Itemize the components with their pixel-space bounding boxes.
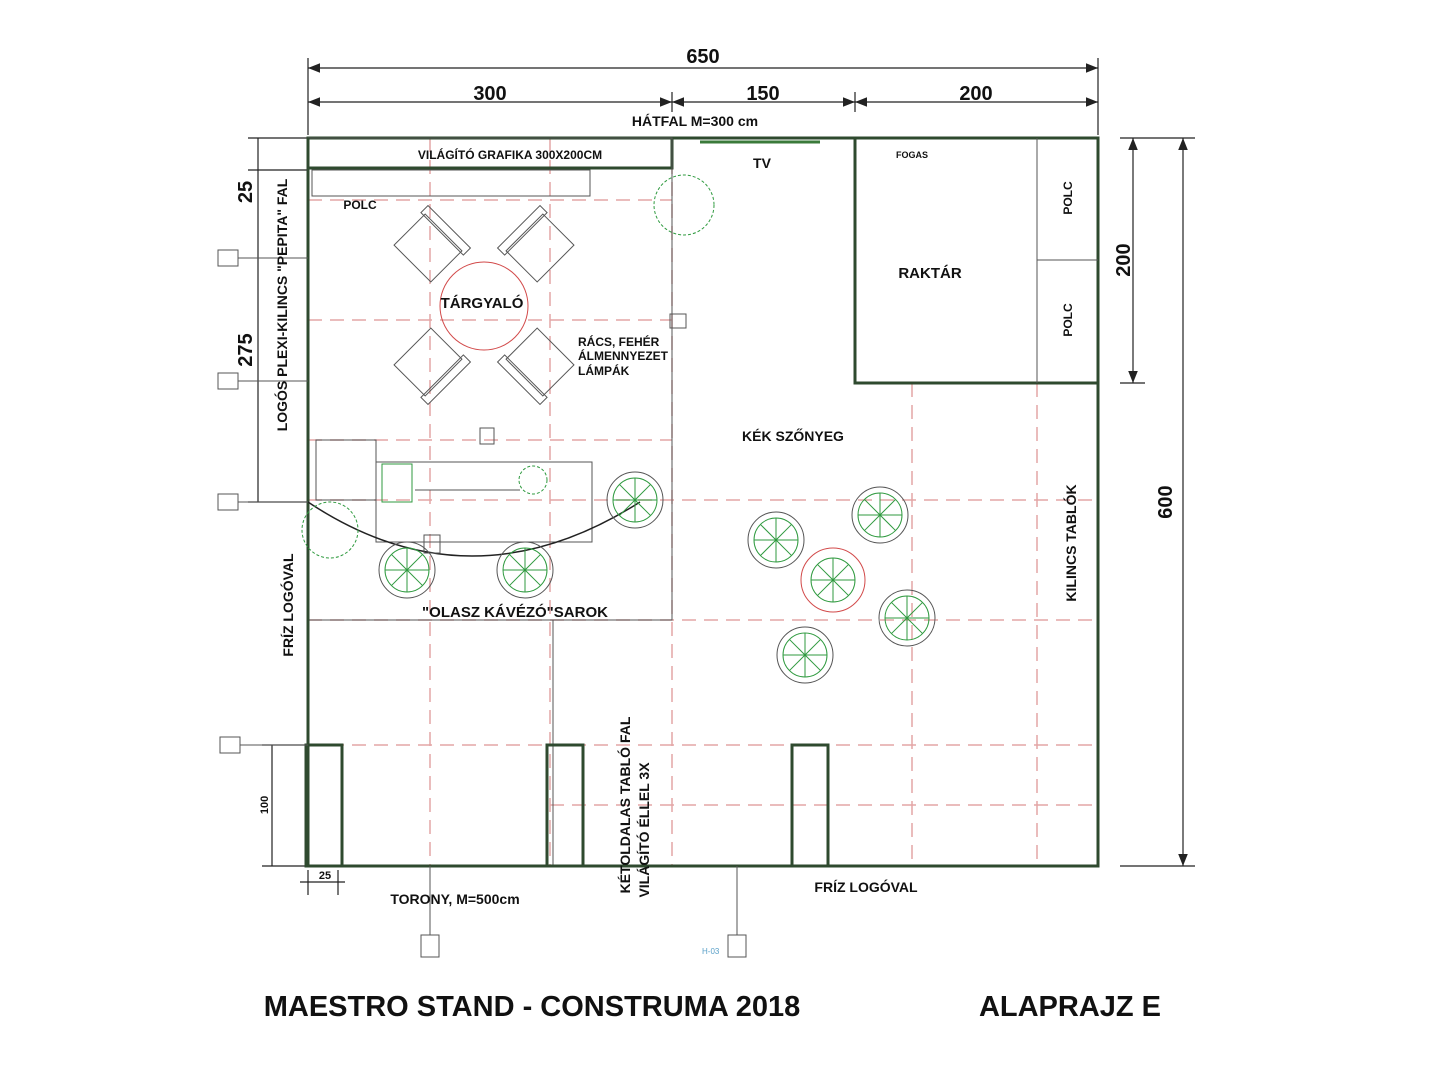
table-spoke — [524, 569, 541, 586]
walls — [304, 136, 1100, 868]
board-wall-label-2: VILÁGÍTÓ ÉLLEL 3X — [635, 762, 652, 898]
ceiling-label-3: LÁMPÁK — [578, 363, 630, 378]
table-spoke — [509, 569, 526, 586]
table-stool — [378, 541, 436, 599]
table-spoke — [804, 654, 821, 671]
table-spoke — [789, 639, 806, 656]
table-spoke — [832, 579, 849, 596]
meeting-furniture — [393, 204, 575, 406]
dim-bottom-left-width: 25 — [319, 870, 331, 882]
dim-seg3: 200 — [959, 83, 992, 105]
ceiling-label-1: RÁCS, FEHÉR — [578, 334, 660, 349]
table-spoke — [619, 484, 636, 501]
table-spoke — [906, 602, 923, 619]
dim-bottom-left-height: 100 — [259, 796, 271, 814]
table-spoke — [391, 554, 408, 571]
marker-label: H-03 — [702, 947, 720, 956]
table-spoke — [864, 499, 881, 516]
table-spoke — [879, 514, 896, 531]
frieze-bottom-label: FRÍZ LOGÓVAL — [814, 878, 918, 895]
handle-boards-label: KILINCS TABLÓK — [1062, 484, 1079, 601]
light-graphic-label: VILÁGÍTÓ GRAFIKA 300X200CM — [418, 147, 602, 162]
dim-right-total: 600 — [1155, 485, 1177, 518]
table-spoke — [524, 554, 541, 571]
dimension-lines — [248, 58, 1195, 895]
meeting-room-label: TÁRGYALÓ — [441, 294, 524, 312]
dim-left-upper: 25 — [235, 181, 257, 203]
shelf-label-storage-bottom: POLC — [1061, 303, 1075, 337]
table-spoke — [906, 617, 923, 634]
table-stool — [800, 547, 866, 613]
tv-label: TV — [753, 155, 772, 171]
table-spoke — [391, 569, 408, 586]
table-spoke — [817, 579, 834, 596]
table-stool — [851, 486, 909, 544]
table-spoke — [817, 564, 834, 581]
ceiling-grid — [308, 138, 1098, 866]
table-spoke — [775, 524, 792, 541]
table-stool — [606, 471, 664, 529]
table-stool — [747, 511, 805, 569]
hook-label: FOGAS — [896, 150, 928, 160]
dim-left-lower: 275 — [235, 333, 257, 366]
table-spoke — [634, 499, 651, 516]
tower-label: TORONY, M=500cm — [390, 891, 519, 907]
plan-title: MAESTRO STAND - CONSTRUMA 2018 — [264, 991, 801, 1023]
left-wall-label: LOGÓS PLEXI-KILINCS "PEPITA" FAL — [273, 178, 290, 431]
table-spoke — [760, 524, 777, 541]
plan-subtitle: ALAPRAJZ E — [979, 991, 1161, 1023]
table-stool — [878, 589, 936, 647]
table-spoke — [789, 654, 806, 671]
dim-total-width: 650 — [686, 46, 719, 68]
table-spoke — [406, 554, 423, 571]
cafe-tables — [378, 471, 936, 684]
table-spoke — [804, 639, 821, 656]
shelf-label-storage-top: POLC — [1061, 181, 1075, 215]
storage-label: RAKTÁR — [898, 265, 961, 282]
table-spoke — [634, 484, 651, 501]
table-spoke — [879, 499, 896, 516]
spotlights — [217, 249, 747, 958]
table-spoke — [760, 539, 777, 556]
table-spoke — [832, 564, 849, 581]
table-spoke — [864, 514, 881, 531]
dim-seg2: 150 — [746, 83, 779, 105]
ceiling-label-2: ÁLMENNYEZET — [578, 348, 669, 363]
table-spoke — [619, 499, 636, 516]
dim-seg1: 300 — [473, 83, 506, 105]
table-stool — [776, 626, 834, 684]
frieze-left-label: FRÍZ LOGÓVAL — [279, 553, 296, 657]
table-spoke — [406, 569, 423, 586]
plants — [301, 174, 715, 559]
cafe-corner-label: "OLASZ KÁVÉZÓ"SAROK — [422, 603, 608, 621]
table-spoke — [509, 554, 526, 571]
board-wall-label-1: KÉTOLDALAS TABLÓ FAL — [616, 716, 633, 893]
dim-right-upper: 200 — [1113, 243, 1135, 276]
shelf-label: POLC — [343, 198, 377, 212]
table-stool — [496, 541, 554, 599]
table-spoke — [891, 617, 908, 634]
carpet-label: KÉK SZŐNYEG — [742, 427, 844, 444]
back-wall-label: HÁTFAL M=300 cm — [632, 113, 758, 129]
table-spoke — [775, 539, 792, 556]
table-spoke — [891, 602, 908, 619]
